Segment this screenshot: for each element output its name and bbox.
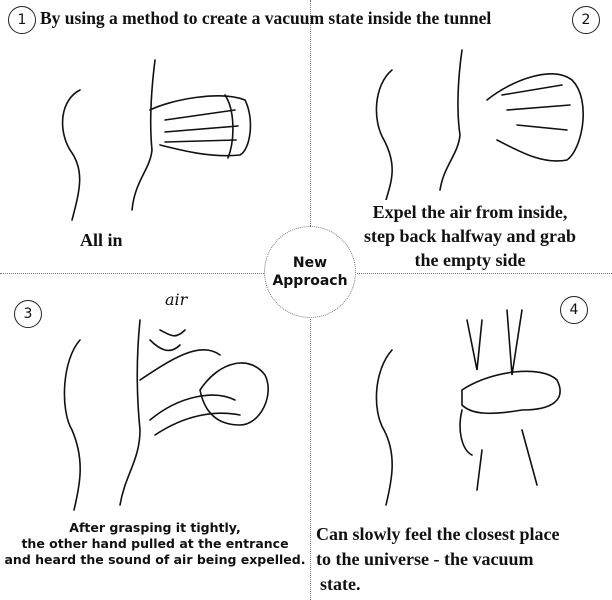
- air-label: air: [165, 290, 188, 309]
- step-2-caption: Expel the air from inside, step back hal…: [330, 200, 610, 272]
- step-4-illustration: [375, 309, 561, 506]
- step-3-badge: 3: [14, 300, 42, 328]
- step-number: 3: [23, 306, 33, 322]
- step-1-badge: 1: [8, 6, 36, 34]
- caption-line: the other hand pulled at the entrance: [21, 536, 289, 551]
- caption-line: and heard the sound of air being expelle…: [4, 552, 306, 567]
- step-1-caption: All in: [80, 230, 123, 250]
- new-approach-circle: New Approach: [264, 226, 356, 318]
- header-text: By using a method to create a vacuum sta…: [40, 8, 492, 28]
- center-label-line: Approach: [272, 273, 348, 289]
- caption-line: Expel the air from inside,: [372, 202, 568, 222]
- step-4-caption: Can slowly feel the closest place to the…: [316, 522, 559, 597]
- step-2-illustration: [375, 49, 584, 200]
- step-4-badge: 4: [560, 296, 588, 324]
- caption-line: After grasping it tightly,: [69, 520, 241, 535]
- step-number: 2: [581, 12, 591, 28]
- step-number: 4: [569, 302, 579, 318]
- step-number: 1: [17, 12, 27, 28]
- step-1-illustration: [61, 59, 252, 221]
- step-2-badge: 2: [572, 6, 600, 34]
- caption-line: state.: [320, 574, 361, 594]
- caption-line: to the universe - the vacuum: [316, 549, 534, 569]
- step-3-caption: After grasping it tightly, the other han…: [0, 520, 310, 568]
- caption-line: Can slowly feel the closest place: [316, 524, 560, 544]
- caption-line: the empty side: [414, 250, 526, 270]
- center-label-line: New: [292, 255, 328, 271]
- step-3-illustration: [63, 319, 269, 511]
- caption-line: step back halfway and grab: [363, 226, 577, 246]
